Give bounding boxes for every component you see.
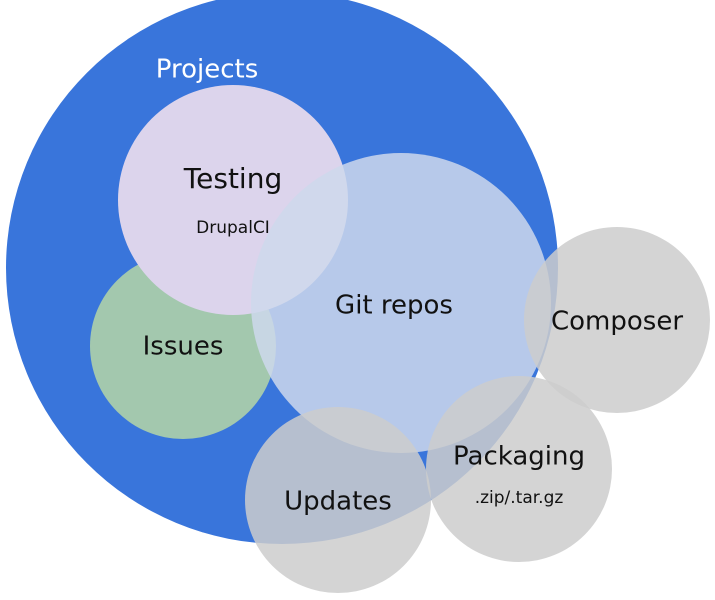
updates-label: Updates	[284, 487, 392, 517]
packaging-circle	[426, 376, 612, 562]
issues-label: Issues	[143, 332, 224, 362]
packaging-label: Packaging	[453, 442, 585, 472]
composer-circle	[524, 227, 710, 413]
projects-label: Projects	[156, 55, 259, 85]
testing-sublabel: DrupalCI	[196, 218, 270, 238]
packaging-sublabel: .zip/.tar.gz	[475, 488, 564, 508]
composer-label: Composer	[551, 307, 683, 337]
git-repos-circle	[251, 153, 551, 453]
testing-label: Testing	[183, 162, 282, 195]
updates-circle	[245, 407, 431, 593]
git-repos-label: Git repos	[335, 291, 453, 321]
